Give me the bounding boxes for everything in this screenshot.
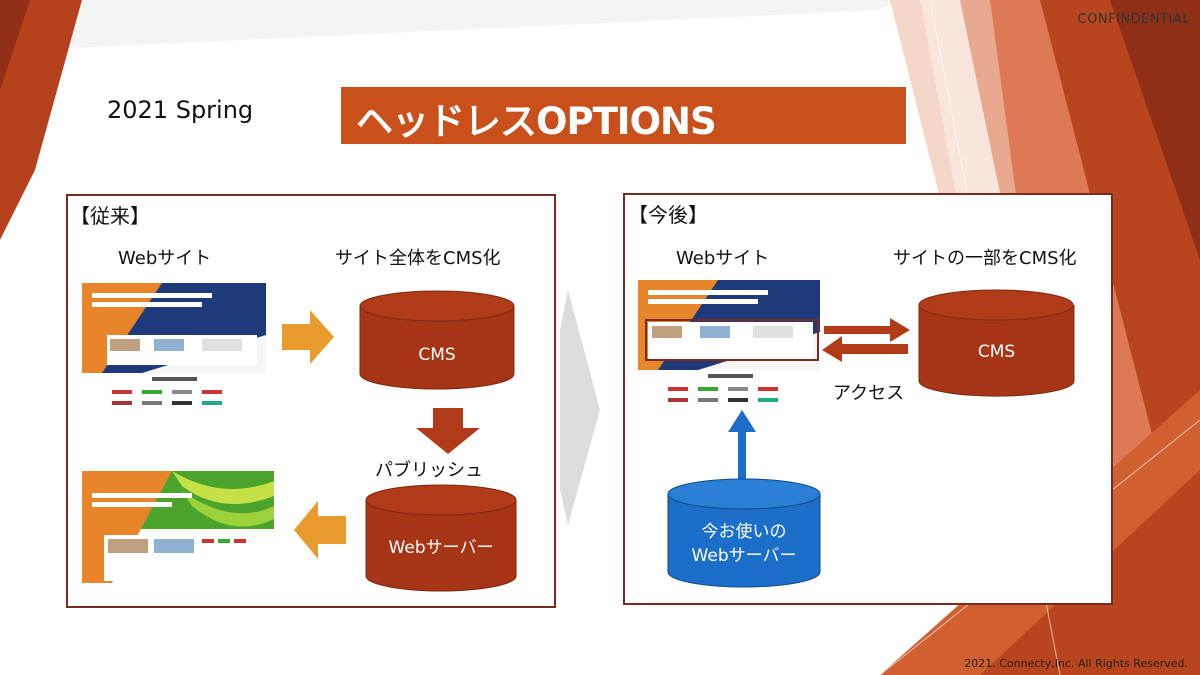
publish-label: パブリッシュ: [375, 460, 483, 481]
web-server-label-left: Webサーバー: [388, 538, 494, 558]
website-screenshot: [82, 275, 266, 420]
season-label: 2021 Spring: [107, 96, 254, 124]
cms-label-right: CMS: [977, 342, 1016, 362]
right-web-label: Webサイト: [676, 248, 770, 269]
right-cms-label: サイトの一部をCMS化: [893, 248, 1077, 269]
bidirectional-arrows-icon: [822, 318, 910, 362]
current-web-server-line1: 今お使いの: [701, 522, 787, 542]
arrow-down-icon: [416, 408, 480, 454]
cms-label-left: CMS: [418, 345, 456, 365]
title-bar: [341, 87, 906, 144]
published-website-screenshot: [82, 471, 274, 583]
website-screenshot-image: [82, 275, 266, 420]
right-panel-title: 【今後】: [628, 203, 708, 227]
website-screenshot-right: [638, 272, 820, 417]
left-panel-title: 【従来】: [70, 204, 150, 228]
website-screenshot-right-image: [638, 272, 820, 417]
confidential-label: CONFINDENTIAL: [1077, 12, 1190, 27]
web-server-cylinder-left: [365, 484, 517, 592]
cms-cylinder-right: [918, 289, 1075, 397]
current-web-server-cylinder: [667, 478, 821, 588]
current-web-server-label: 今お使いの Webサーバー: [667, 520, 821, 568]
page-title: ヘッドレスOPTIONS: [356, 100, 717, 143]
arrow-left-icon: [294, 501, 346, 559]
arrow-right-icon: [282, 310, 334, 364]
copyright-footer: 2021. Connecty,Inc. All Rights Reserved.: [964, 657, 1188, 670]
current-web-server-line2: Webサーバー: [691, 546, 797, 566]
left-cms-label: サイト全体をCMS化: [335, 248, 501, 269]
left-web-label: Webサイト: [118, 248, 212, 269]
cms-section-highlight: [645, 319, 819, 361]
published-website-image: [82, 471, 274, 583]
access-label: アクセス: [833, 383, 905, 404]
arrow-up-icon: [728, 410, 756, 488]
cms-cylinder-left: [359, 290, 515, 390]
